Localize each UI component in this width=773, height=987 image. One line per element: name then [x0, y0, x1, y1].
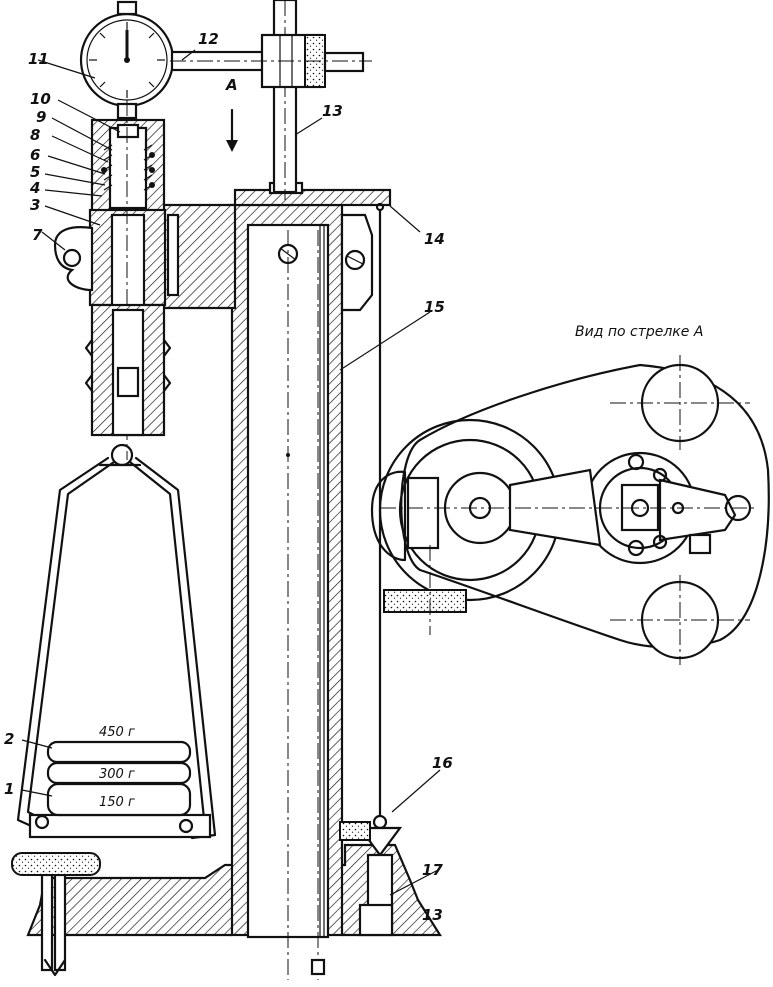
label-8: 8 [30, 126, 40, 144]
label-2: 2 [4, 730, 14, 748]
label-13-top: 13 [322, 102, 343, 120]
column-bracket-right [340, 213, 374, 312]
label-10: 10 [30, 90, 51, 108]
label-6: 6 [30, 146, 40, 164]
label-1: 1 [4, 780, 14, 798]
label-7: 7 [32, 226, 43, 244]
label-arrow-a: A [225, 76, 238, 94]
view-arrow-a [226, 108, 238, 152]
indicator-arm [170, 33, 372, 89]
label-11: 11 [28, 50, 49, 68]
weight-label-300: 300 г [99, 767, 135, 782]
weight-stack: 450 г 300 г 150 г [46, 725, 192, 817]
dial-ticks [89, 22, 165, 98]
label-4: 4 [29, 179, 40, 197]
sensor-head [88, 100, 167, 460]
cord-and-hanger [339, 208, 403, 937]
cross-beam [158, 203, 237, 310]
label-16: 16 [432, 754, 453, 772]
label-9: 9 [36, 108, 46, 126]
weight-label-150: 150 г [99, 795, 135, 810]
levelling-foot-left [11, 852, 101, 876]
label-14: 14 [424, 230, 445, 248]
leader-lines [21, 49, 441, 896]
vertical-rod [272, 0, 298, 200]
label-12: 12 [198, 30, 219, 48]
clamp-ear [53, 226, 94, 292]
suspended-frame [16, 443, 217, 840]
view-caption: Вид по стрелке А [575, 324, 703, 340]
label-3: 3 [30, 196, 40, 214]
view-a [370, 355, 770, 665]
label-17: 17 [422, 861, 443, 879]
top-cap-plate [233, 181, 392, 212]
part-labels: 12 11 A 10 9 8 6 5 4 3 7 13 14 15 Вид по… [4, 30, 703, 924]
sensor-lower-body [84, 303, 172, 437]
weight-label-450: 450 г [99, 725, 135, 740]
label-15: 15 [424, 298, 445, 316]
label-5: 5 [30, 163, 40, 181]
main-column [230, 203, 344, 980]
label-13-bottom: 13 [422, 906, 443, 924]
